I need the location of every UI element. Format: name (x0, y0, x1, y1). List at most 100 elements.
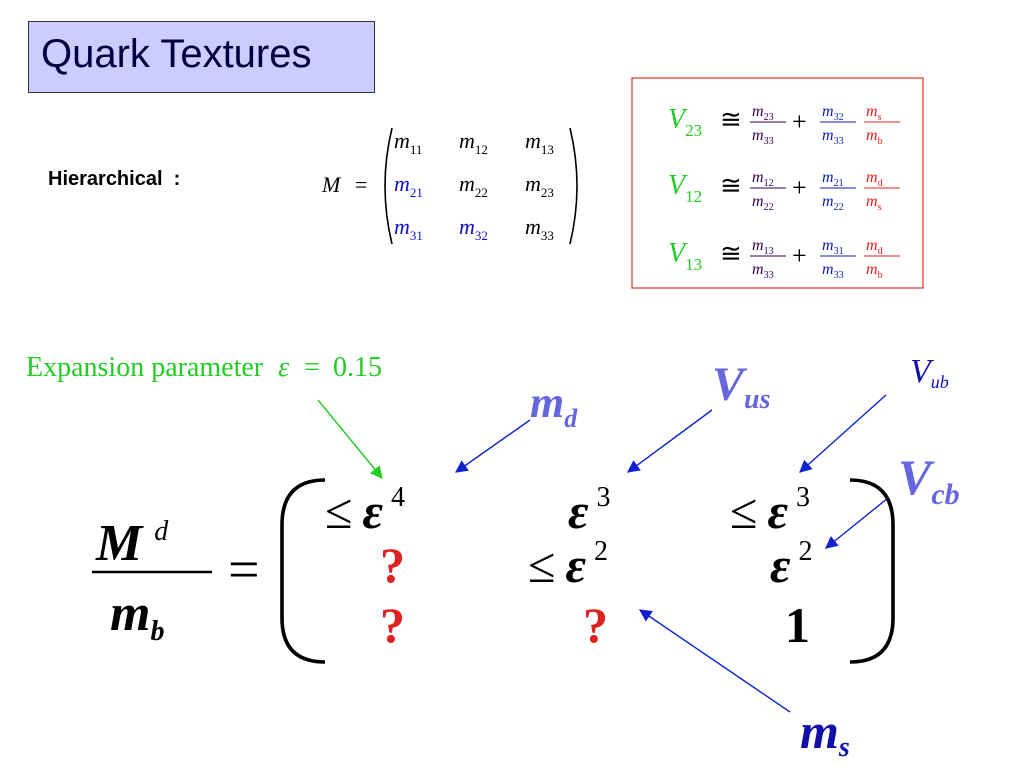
ckm-frac1-den-sub: 22 (764, 202, 774, 213)
arrow-epsilon (317, 399, 383, 479)
ckm-frac3-den-base: m (866, 193, 878, 210)
ckm-frac2-den: m22 (822, 193, 844, 213)
matrix-m-entry-base: m (459, 128, 475, 153)
label-vcb-sub: cb (931, 478, 959, 511)
ckm-lhs-sub: 13 (685, 255, 702, 274)
ckm-frac3-num-base: m (866, 103, 878, 120)
matrix-m-symbol: M (321, 172, 342, 197)
big-cell: ? (380, 537, 405, 593)
matrix-m-entry: m23 (525, 171, 554, 200)
ckm-lhs-sub: 23 (685, 121, 702, 140)
ckm-plus: + (792, 241, 807, 270)
ckm-approx: ≅ (720, 171, 742, 200)
label-vus-sub: us (744, 384, 771, 415)
label-vcb: Vcb (898, 449, 960, 511)
ckm-frac1-num: m23 (752, 103, 774, 123)
ckm-lhs-base: V (668, 170, 688, 201)
ckm-frac1-num-base: m (752, 103, 764, 120)
ckm-frac2-num-base: m (822, 103, 834, 120)
ckm-frac1-den-base: m (752, 193, 764, 210)
ckm-frac2-num: m31 (822, 237, 844, 257)
matrix-m-entry: m11 (394, 128, 422, 157)
matrix-m-entry-sub: 11 (410, 142, 423, 157)
big-cell-sup: 2 (594, 536, 608, 567)
ckm-frac1-num-sub: 13 (764, 246, 774, 257)
ckm-frac1-den-sub: 33 (764, 136, 774, 147)
ckm-frac3-num-sub: d (878, 178, 883, 189)
ckm-frac2-den: m33 (822, 127, 844, 147)
ckm-frac2-den-sub: 22 (834, 202, 844, 213)
arrow-vub (799, 394, 887, 473)
matrix-m-entry-sub: 22 (475, 185, 488, 200)
ckm-lhs-base: V (668, 238, 688, 269)
den-sub: b (150, 616, 164, 647)
ckm-frac1-num-base: m (752, 237, 764, 254)
matrix-m-entry-base: m (525, 128, 541, 153)
matrix-m-entry-base: m (394, 128, 410, 153)
epsilon-symbol: ε (278, 352, 289, 383)
ckm-frac2-den-base: m (822, 127, 834, 144)
den-base: m (110, 585, 150, 642)
ckm-frac2-den-sub: 33 (834, 270, 844, 281)
slide-title: Quark Textures (41, 32, 312, 76)
matrix-m-entry: m21 (394, 171, 423, 200)
big-cell-leq: ≤ (528, 537, 555, 593)
ckm-frac1-num: m12 (752, 169, 774, 189)
ckm-lhs: V23 (668, 104, 702, 140)
ckm-frac3-num-base: m (866, 237, 878, 254)
ckm-frac2-den-base: m (822, 193, 834, 210)
big-frac-denominator: mb (110, 585, 164, 647)
label-md-base: m (530, 378, 564, 427)
ckm-frac2-den: m33 (822, 261, 844, 281)
label-ms: ms (800, 703, 850, 763)
matrix-m-entry-base: m (525, 171, 541, 196)
ckm-frac1-den: m22 (752, 193, 774, 213)
matrix-m-entry-sub: 21 (410, 185, 423, 200)
matrix-m-entry-base: m (459, 171, 475, 196)
matrix-m-entry: m12 (459, 128, 488, 157)
big-cell-base: ? (380, 597, 405, 653)
matrix-m-entry-sub: 23 (541, 185, 554, 200)
label-vcb-base: V (898, 449, 935, 505)
big-cell-base: ε (362, 483, 383, 539)
ckm-frac2-den-base: m (822, 261, 834, 278)
expansion-text: Expansion parameter ε = 0.15 (26, 352, 382, 383)
big-cell-leq: ≤ (730, 483, 757, 539)
big-cell-base: ? (380, 537, 405, 593)
matrix-m-entry-sub: 12 (475, 142, 488, 157)
matrix-m-entry-sub: 32 (475, 228, 488, 243)
big-cell: ? (583, 597, 608, 653)
matrix-m-equals: = (355, 172, 367, 197)
label-md: md (530, 378, 578, 433)
big-cell-base: ? (583, 597, 608, 653)
matrix-m-entry-base: m (525, 214, 541, 239)
ckm-frac1-den-base: m (752, 127, 764, 144)
ckm-plus: + (792, 107, 807, 136)
ckm-frac3-den-sub: s (878, 202, 882, 213)
ckm-frac1-den: m33 (752, 127, 774, 147)
big-cell-base: ε (770, 537, 791, 593)
big-cell-base: ε (767, 483, 788, 539)
ckm-frac3-num-sub: d (878, 246, 883, 257)
big-cell-sup: 3 (796, 482, 810, 513)
label-vub: Vub (910, 353, 949, 392)
matrix-m-entry-sub: 33 (541, 228, 554, 243)
arrow-vcb (825, 497, 889, 549)
ckm-frac3-den-base: m (866, 261, 878, 278)
big-cell-sup: 2 (799, 536, 813, 567)
ckm-frac3-num: md (866, 237, 883, 257)
ckm-frac2-num-base: m (822, 169, 834, 186)
ckm-frac3-num: md (866, 169, 883, 189)
matrix-m-entry: m22 (459, 171, 488, 200)
ckm-lhs: V13 (668, 238, 702, 274)
expansion-equals: = (304, 352, 320, 383)
ckm-frac3-den: mb (866, 127, 883, 147)
ckm-frac3-den: ms (866, 193, 882, 213)
